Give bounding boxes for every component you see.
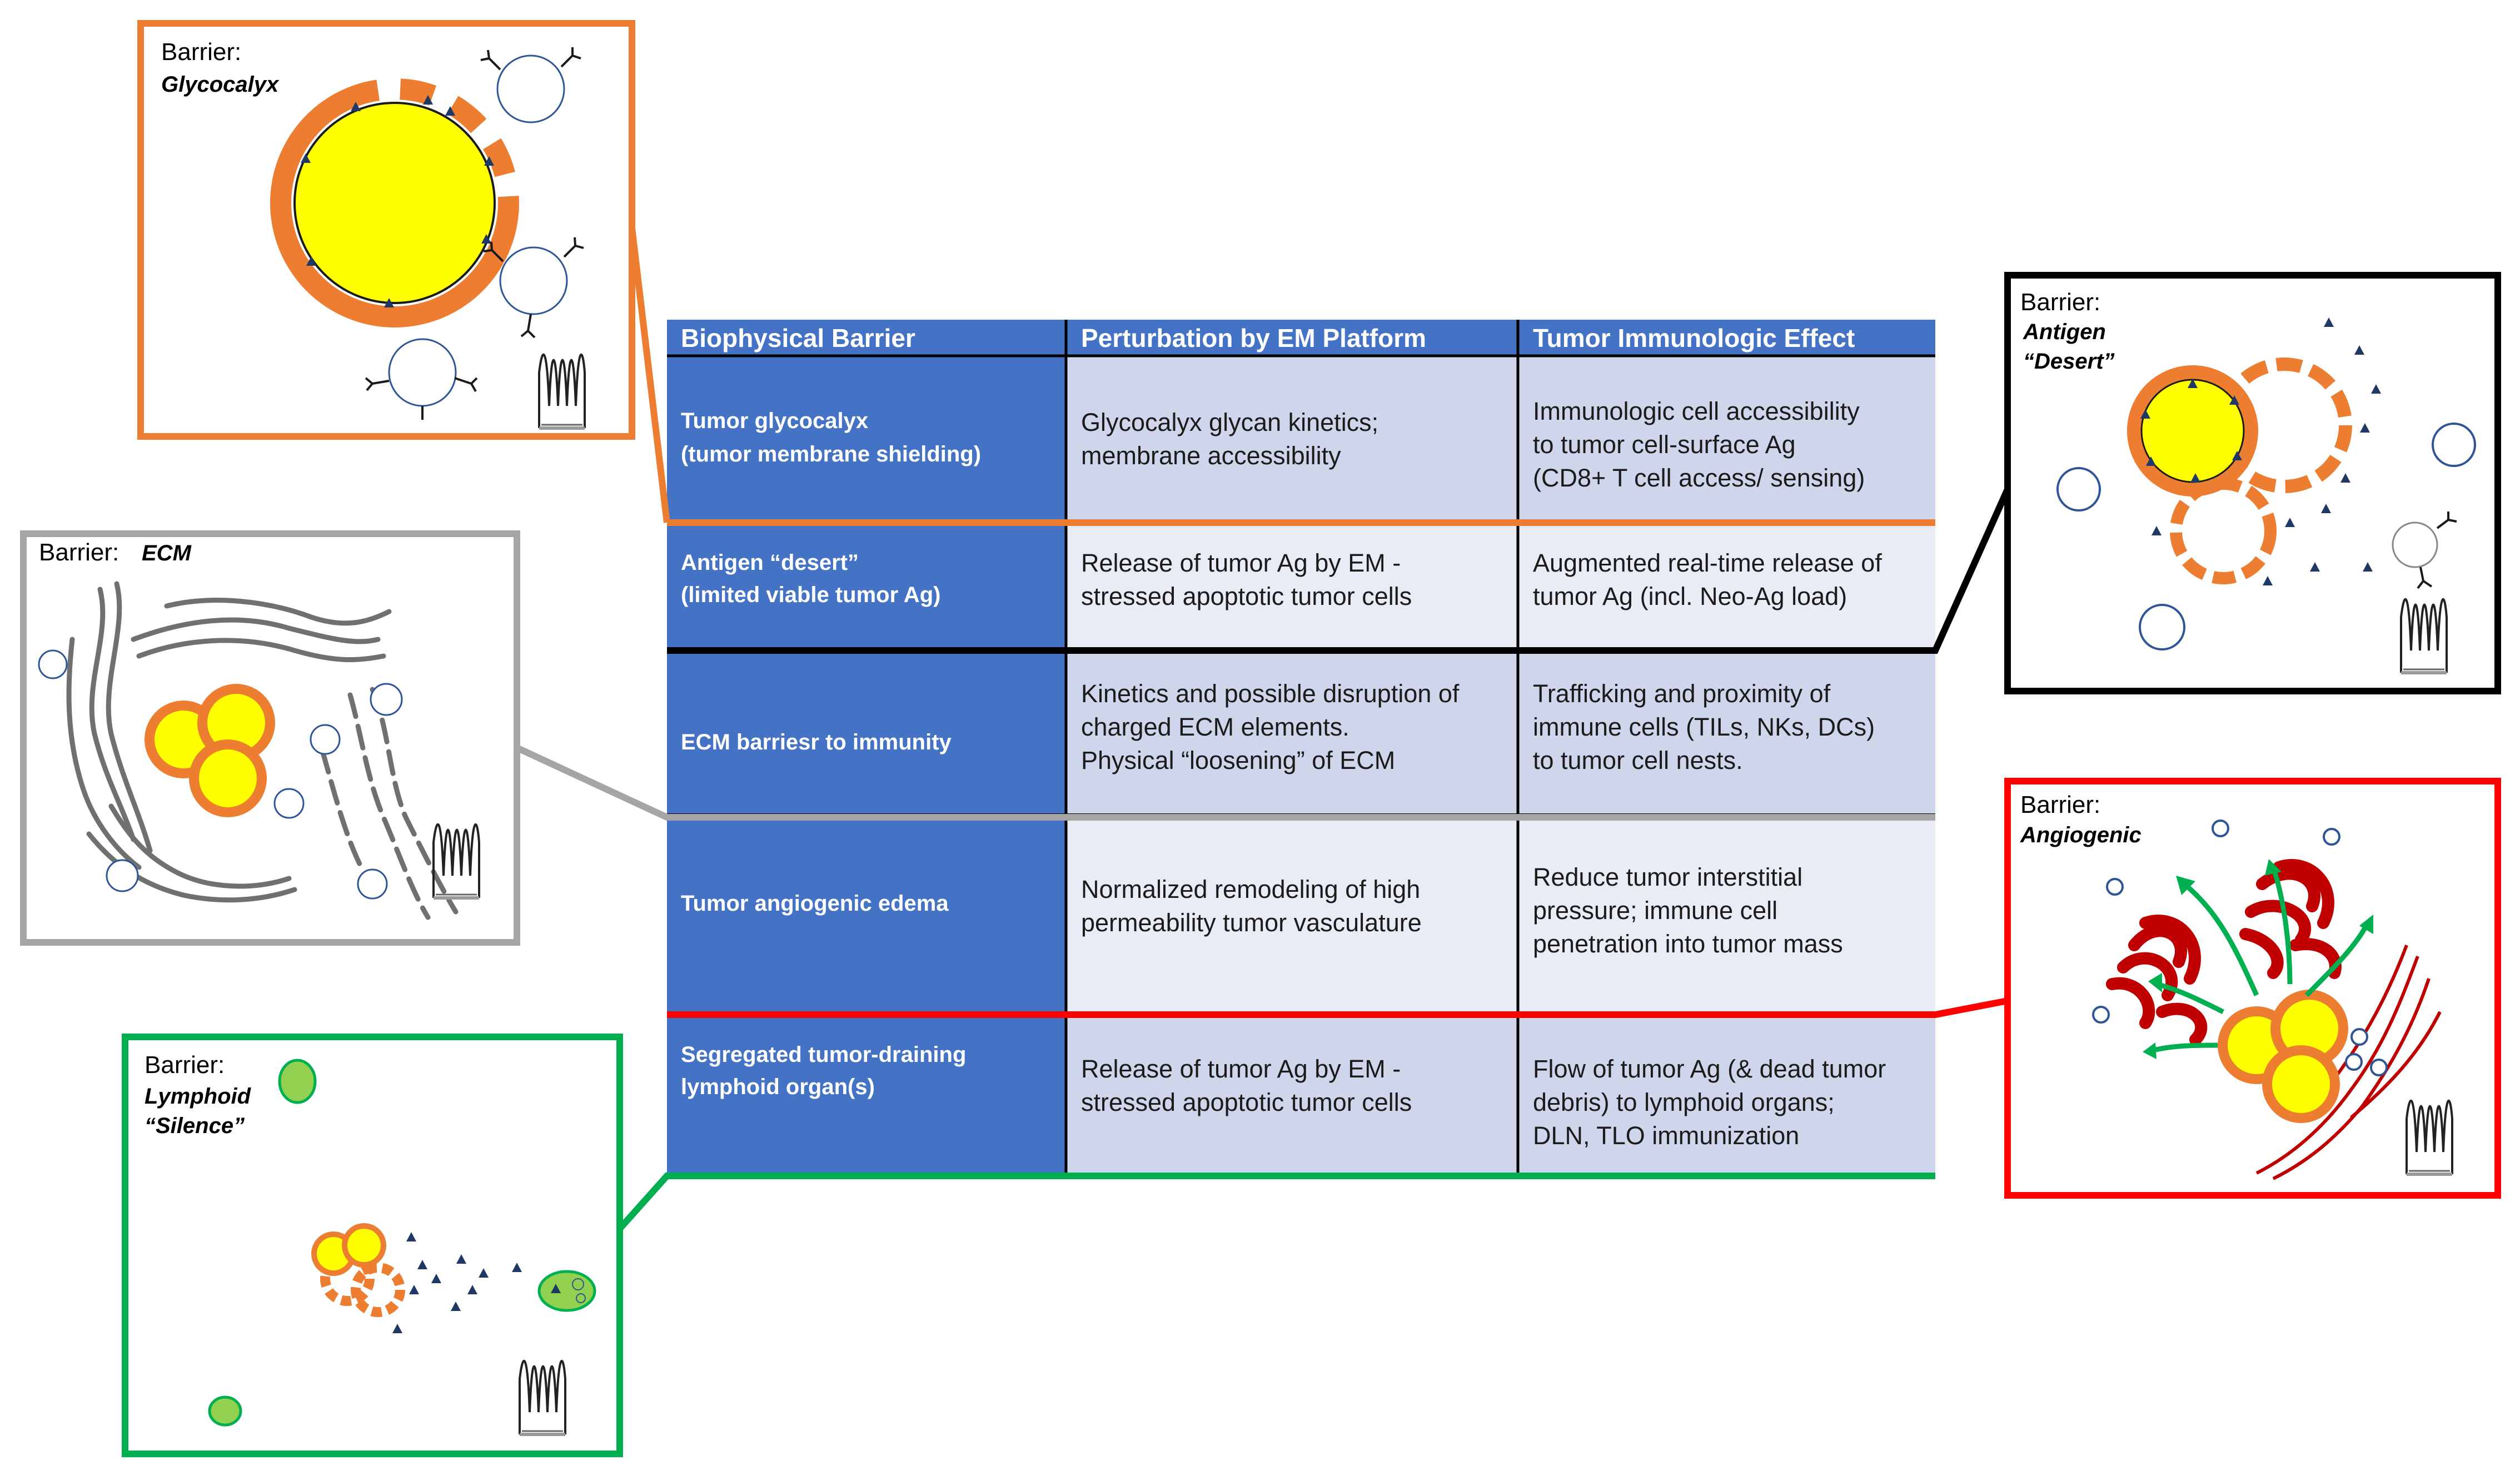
row1-perturbation-line1: Glycocalyx glycan kinetics; bbox=[1081, 408, 1378, 436]
panel-ecm: Barrier: ECM bbox=[20, 530, 520, 946]
row3-effect-line1: Trafficking and proximity of bbox=[1533, 679, 1831, 708]
panel-lymphoid-name1: Lymphoid bbox=[145, 1084, 252, 1109]
connector-glycocalyx bbox=[629, 227, 670, 523]
table-row: Antigen “desert” (limited viable tumor A… bbox=[681, 549, 1882, 610]
panel-lymphoid-prefix: Barrier: bbox=[145, 1051, 225, 1079]
row5-effect-line1: Flow of tumor Ag (& dead tumor bbox=[1533, 1055, 1886, 1083]
immune-cell-icon bbox=[2056, 423, 2476, 650]
row5-perturbation-line2: stressed apoptotic tumor cells bbox=[1081, 1088, 1412, 1116]
row1-perturbation-line2: membrane accessibility bbox=[1081, 441, 1341, 470]
row4-effect-line2: pressure; immune cell bbox=[1533, 896, 1777, 925]
divider-black bbox=[667, 488, 2011, 654]
panel-antigen-name2: “Desert” bbox=[2023, 349, 2115, 374]
ecm-fibers bbox=[66, 581, 392, 903]
divider-green bbox=[617, 1173, 1935, 1231]
row5-barrier-line2: lymphoid organ(s) bbox=[681, 1075, 875, 1099]
header-effect: Tumor Immunologic Effect bbox=[1533, 324, 1855, 352]
row2-barrier-line1: Antigen “desert” bbox=[681, 550, 859, 575]
table-row: Tumor glycocalyx (tumor membrane shieldi… bbox=[681, 397, 1865, 492]
immune-cell-icon bbox=[2392, 511, 2457, 589]
arrow-icon bbox=[2150, 866, 2370, 1054]
glycocalyx-coat bbox=[270, 78, 519, 327]
row2-perturbation-line1: Release of tumor Ag by EM - bbox=[1081, 549, 1401, 577]
panel-antigen-name1: Antigen bbox=[2023, 320, 2106, 344]
row3-barrier-line1: ECM barriesr to immunity bbox=[681, 730, 952, 754]
row2-effect-line1: Augmented real-time release of bbox=[1533, 549, 1882, 577]
panel-lymphoid-name2: “Silence” bbox=[145, 1114, 245, 1138]
row3-perturbation-line2: charged ECM elements. bbox=[1081, 713, 1349, 741]
row4-effect-line1: Reduce tumor interstitial bbox=[1533, 863, 1802, 891]
barrier-table bbox=[667, 320, 1935, 1173]
row5-effect-line3: DLN, TLO immunization bbox=[1533, 1121, 1799, 1150]
row5-effect-line2: debris) to lymphoid organs; bbox=[1533, 1088, 1835, 1116]
table-row: Tumor angiogenic edema Normalized remode… bbox=[681, 863, 1843, 958]
immune-cell-icon bbox=[2092, 820, 2388, 1076]
row4-perturbation-line1: Normalized remodeling of high bbox=[1081, 875, 1420, 903]
row1-barrier-line1: Tumor glycocalyx bbox=[681, 409, 868, 433]
tumor-cell-cluster-icon bbox=[311, 1223, 405, 1317]
row5-barrier-line1: Segregated tumor-draining bbox=[681, 1042, 966, 1067]
row4-perturbation-line2: permeability tumor vasculature bbox=[1081, 908, 1422, 937]
panel-glycocalyx: Barrier: Glycocalyx bbox=[137, 20, 635, 440]
row1-effect-line1: Immunologic cell accessibility bbox=[1533, 397, 1860, 425]
row3-effect-line2: immune cells (TILs, NKs, DCs) bbox=[1533, 713, 1875, 741]
panel-angiogenic-name: Angiogenic bbox=[2020, 823, 2141, 847]
panel-angiogenic: Barrier: Angiogenic bbox=[2004, 778, 2501, 1199]
panel-antigen-prefix: Barrier: bbox=[2020, 289, 2100, 316]
row2-perturbation-line2: stressed apoptotic tumor cells bbox=[1081, 582, 1412, 610]
row1-effect-line2: to tumor cell-surface Ag bbox=[1533, 430, 1796, 459]
table-row: ECM barriesr to immunity Kinetics and po… bbox=[681, 679, 1875, 774]
immune-cell-icon bbox=[365, 47, 584, 420]
connector-lines bbox=[515, 227, 2011, 1231]
row4-barrier-line1: Tumor angiogenic edema bbox=[681, 891, 949, 916]
row1-effect-line3: (CD8+ T cell access/ sensing) bbox=[1533, 464, 1865, 492]
panel-glycocalyx-prefix: Barrier: bbox=[161, 38, 241, 66]
tumor-cell-icon bbox=[293, 102, 496, 304]
row2-effect-line2: tumor Ag (incl. Neo-Ag load) bbox=[1533, 582, 1847, 610]
divider-red bbox=[667, 997, 2009, 1018]
header-perturbation: Perturbation by EM Platform bbox=[1081, 324, 1426, 352]
row2-barrier-line2: (limited viable tumor Ag) bbox=[681, 583, 940, 607]
panel-antigen: Barrier: Antigen “Desert” bbox=[2004, 272, 2501, 694]
row5-perturbation-line1: Release of tumor Ag by EM - bbox=[1081, 1055, 1401, 1083]
row3-perturbation-line1: Kinetics and possible disruption of bbox=[1081, 679, 1460, 708]
row3-perturbation-line3: Physical “loosening” of ECM bbox=[1081, 746, 1395, 774]
panel-lymphoid: Barrier: Lymphoid “Silence” bbox=[122, 1034, 623, 1457]
panel-angiogenic-prefix: Barrier: bbox=[2020, 791, 2100, 818]
panel-ecm-prefix: Barrier: bbox=[39, 539, 119, 566]
panel-ecm-name: ECM bbox=[142, 541, 192, 565]
row1-barrier-line2: (tumor membrane shielding) bbox=[681, 442, 981, 466]
table-row: Segregated tumor-draining lymphoid organ… bbox=[681, 1042, 1886, 1150]
panel-glycocalyx-name: Glycocalyx bbox=[161, 72, 280, 97]
header-barrier: Biophysical Barrier bbox=[681, 324, 915, 352]
arrow-icon bbox=[2143, 859, 2373, 1059]
immune-cell-icon bbox=[38, 649, 403, 900]
divider-gray bbox=[515, 744, 1935, 821]
lymph-node-icon bbox=[278, 1059, 317, 1104]
lymph-node-icon bbox=[537, 1270, 596, 1312]
row4-effect-line3: penetration into tumor mass bbox=[1533, 930, 1843, 958]
lymph-node-icon bbox=[208, 1395, 242, 1427]
vessel-icon bbox=[2106, 859, 2342, 1046]
row3-effect-line3: to tumor cell nests. bbox=[1533, 746, 1743, 774]
